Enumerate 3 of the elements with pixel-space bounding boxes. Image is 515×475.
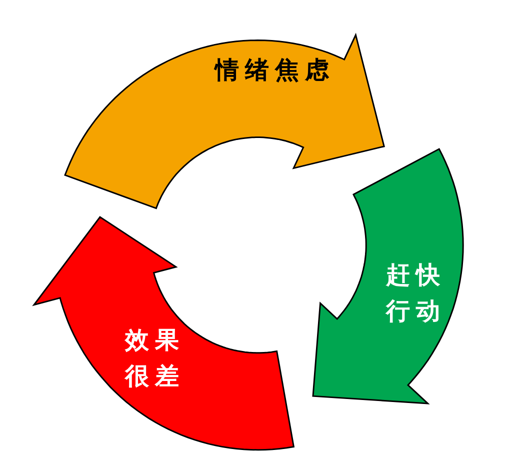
arrow-label: 情绪焦虑 <box>213 54 336 86</box>
arrow-label: 赶快行动 <box>384 260 447 327</box>
arrow-label: 效果很差 <box>124 324 186 392</box>
